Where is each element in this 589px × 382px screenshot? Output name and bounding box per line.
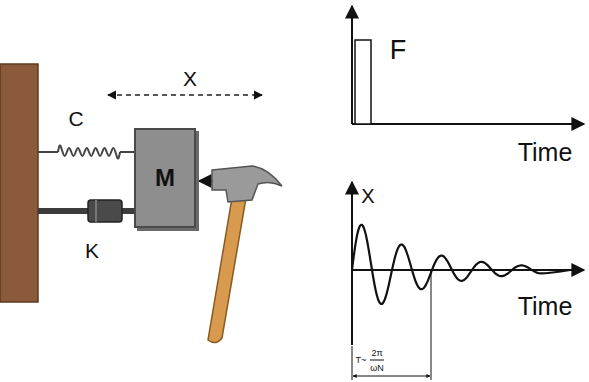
axis-label: Time <box>518 140 573 165</box>
period-bracket <box>352 270 431 380</box>
displacement-arrow <box>108 94 262 95</box>
mass-label: M <box>155 164 175 192</box>
spring <box>38 145 134 158</box>
period-label: T~ <box>356 356 367 365</box>
axis-label: Time <box>518 294 573 319</box>
period-denominator: ωN <box>370 364 384 373</box>
response-chart <box>352 182 584 345</box>
mass-box: M <box>134 128 196 228</box>
period-numerator: 2π <box>371 349 382 358</box>
damper-label: C <box>68 108 83 129</box>
hammer <box>208 166 282 343</box>
force-label: F <box>390 37 407 64</box>
spring-label: K <box>85 240 99 261</box>
force-chart <box>352 6 584 124</box>
damper <box>38 200 134 222</box>
displacement-label: X <box>183 68 197 89</box>
wall <box>0 64 38 302</box>
axis-label: X <box>361 186 374 206</box>
